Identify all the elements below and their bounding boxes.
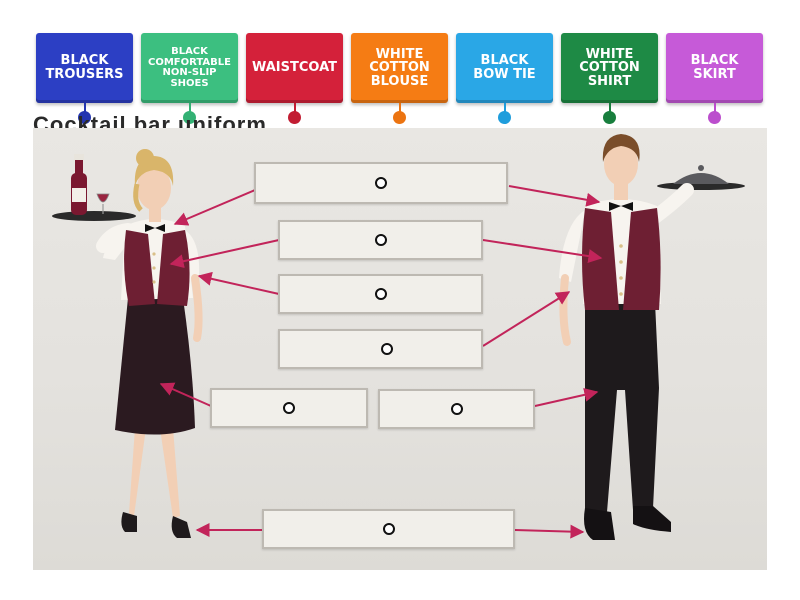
tile-pin-dot bbox=[78, 111, 91, 124]
tile-pin-stem bbox=[399, 103, 401, 114]
tile-label: WAISTCOAT bbox=[251, 60, 338, 76]
tile-black-bow-tie[interactable]: BLACK BOW TIE bbox=[456, 33, 553, 103]
waiter-shoe-left bbox=[584, 508, 615, 540]
waitress-shoe-left bbox=[121, 512, 137, 532]
drop-target-6[interactable] bbox=[378, 389, 535, 429]
tile-pin-dot bbox=[498, 111, 511, 124]
drop-target-pin bbox=[450, 403, 463, 415]
tile-label: BLACK TROUSERS bbox=[45, 53, 124, 82]
waiter-shoe-right bbox=[633, 506, 671, 532]
cloche bbox=[673, 173, 729, 184]
tile-black-comfortable-non-slip-shoes[interactable]: BLACK COMFORTABLE NON-SLIP SHOES bbox=[141, 33, 238, 103]
waitress-waistcoat bbox=[124, 230, 155, 306]
worksheet-heading: Cocktail bar uniform bbox=[33, 116, 363, 128]
tile-pin-dot bbox=[708, 111, 721, 124]
waitress-figure bbox=[52, 149, 203, 538]
tile-waistcoat[interactable]: WAISTCOAT bbox=[246, 33, 343, 103]
tile-pin-stem bbox=[189, 103, 191, 114]
tile-white-cotton-blouse[interactable]: WHITE COTTON BLOUSE bbox=[351, 33, 448, 103]
waitress-tray bbox=[52, 211, 136, 221]
drop-target-pin bbox=[380, 343, 393, 355]
waitress-skirt bbox=[115, 298, 195, 435]
drop-target-5[interactable] bbox=[210, 388, 368, 428]
waitress-shoe-right bbox=[171, 516, 191, 538]
drop-target-pin bbox=[374, 234, 387, 246]
tile-white-cotton-shirt[interactable]: WHITE COTTON SHIRT bbox=[561, 33, 658, 103]
waiter-figure bbox=[559, 134, 745, 540]
drop-target-1[interactable] bbox=[254, 162, 508, 204]
tile-black-skirt[interactable]: BLACK SKIRT bbox=[666, 33, 763, 103]
tile-pin-stem bbox=[294, 103, 296, 114]
tile-pin-dot bbox=[183, 111, 196, 124]
drop-target-pin bbox=[374, 288, 387, 300]
tile-label: BLACK BOW TIE bbox=[473, 53, 536, 82]
tile-pin-dot bbox=[288, 111, 301, 124]
drop-target-7[interactable] bbox=[262, 509, 515, 549]
worksheet-photo bbox=[33, 128, 767, 570]
worksheet-heading-text: Cocktail bar uniform bbox=[33, 116, 267, 128]
drop-target-pin bbox=[375, 177, 387, 189]
waiter-trousers bbox=[585, 302, 659, 512]
tile-pin-stem bbox=[609, 103, 611, 114]
tile-label: WHITE COTTON SHIRT bbox=[579, 46, 640, 89]
tile-pin-stem bbox=[504, 103, 506, 114]
tile-label: BLACK SKIRT bbox=[690, 53, 739, 82]
tile-label: BLACK COMFORTABLE NON-SLIP SHOES bbox=[148, 46, 231, 89]
drop-target-4[interactable] bbox=[278, 329, 483, 369]
drop-target-pin bbox=[382, 523, 395, 535]
tile-black-trousers[interactable]: BLACK TROUSERS bbox=[36, 33, 133, 103]
tile-pin-dot bbox=[393, 111, 406, 124]
tile-label: WHITE COTTON BLOUSE bbox=[369, 46, 430, 89]
tile-pin-stem bbox=[714, 103, 716, 114]
drop-target-pin bbox=[283, 402, 295, 414]
uniform-illustration bbox=[52, 134, 745, 540]
pointer-arrows bbox=[159, 185, 603, 539]
drop-target-3[interactable] bbox=[278, 274, 483, 314]
tile-pin-stem bbox=[84, 103, 86, 114]
drop-target-2[interactable] bbox=[278, 220, 483, 260]
tile-pin-dot bbox=[603, 111, 616, 124]
